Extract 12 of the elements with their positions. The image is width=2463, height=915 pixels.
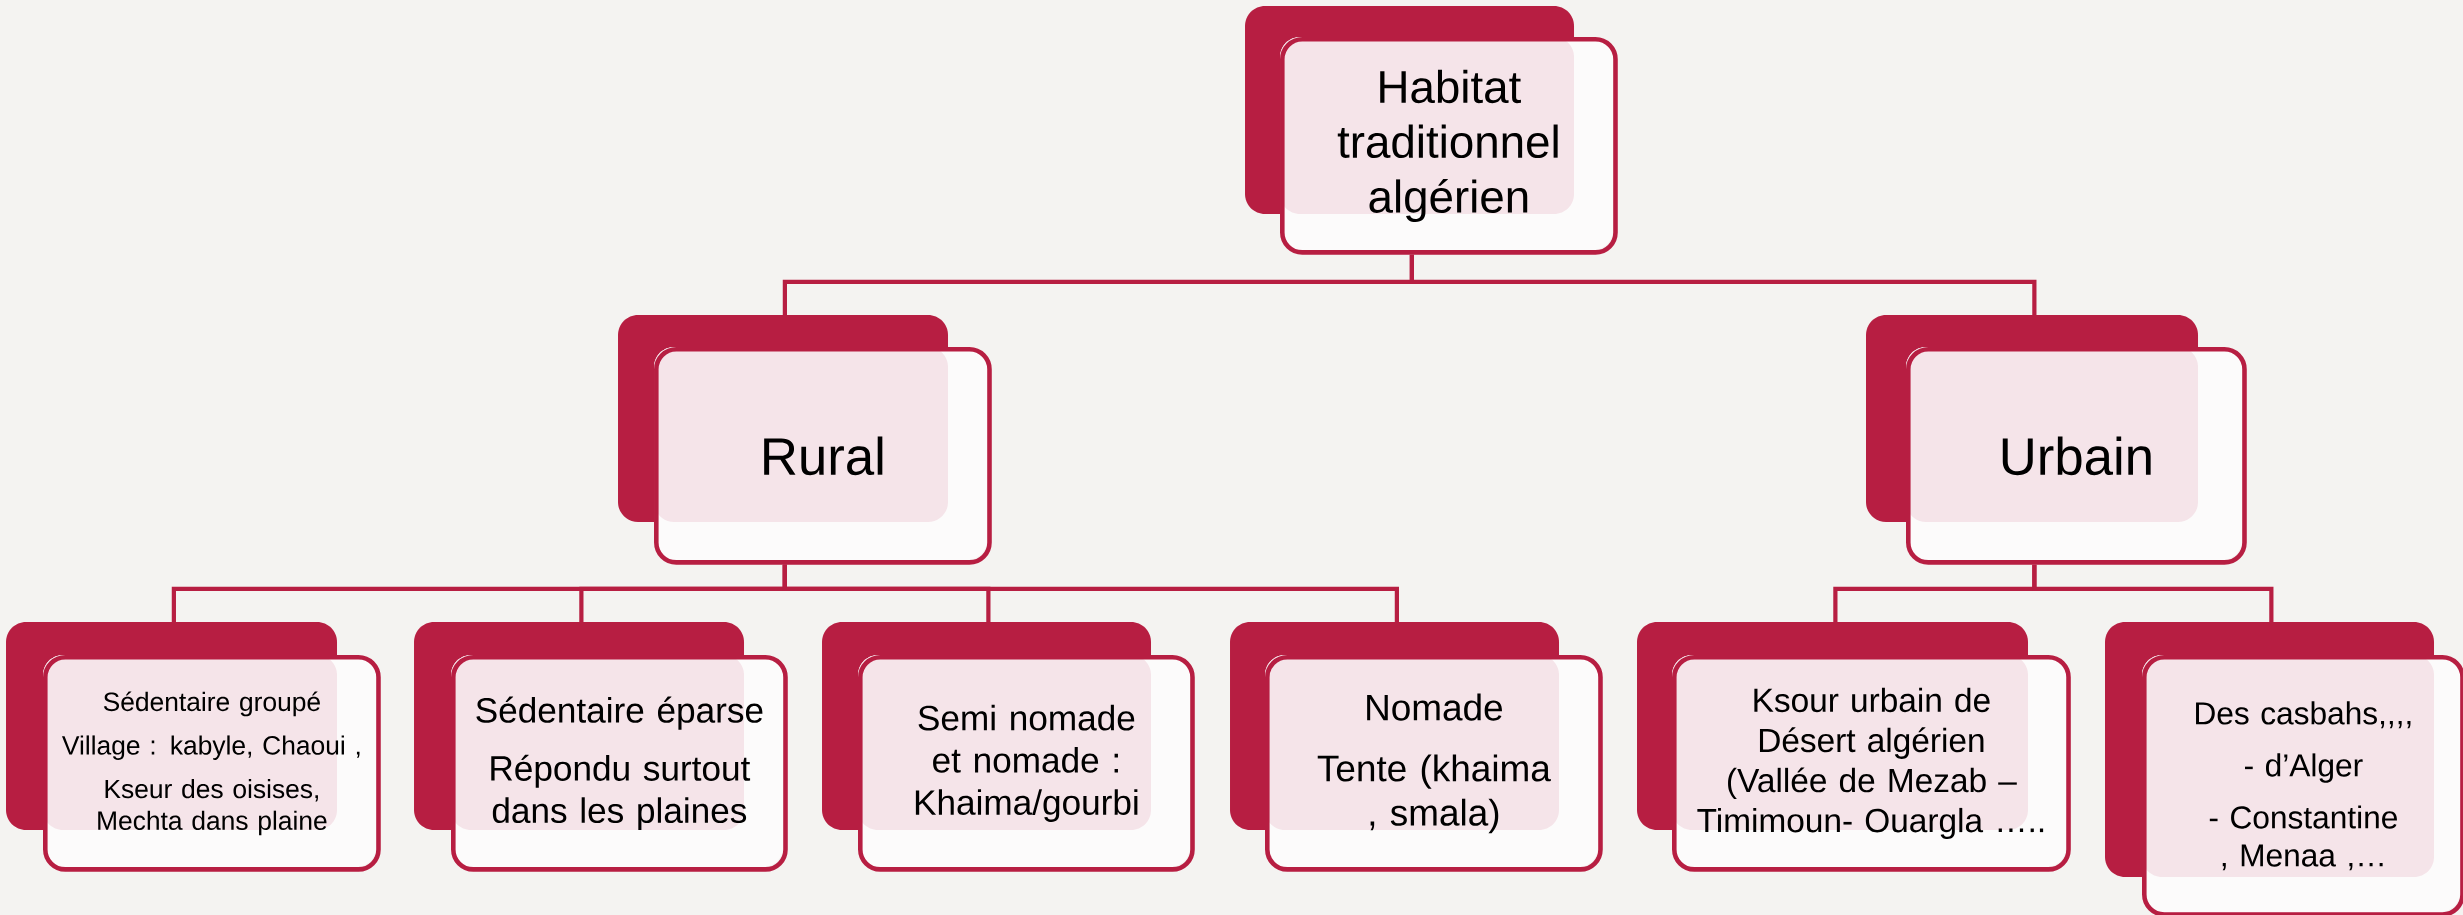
connector-line <box>782 564 1399 622</box>
process-box: Sédentaire groupé Village : kabyle, Chaoui , Kseur des oisises, Mechta dans plaine <box>6 622 381 872</box>
process-box: Semi nomade et nomade : Khaima/gourbi <box>822 622 1195 872</box>
process-box: Nomade Tente (khaima , smala) <box>1230 622 1603 872</box>
connector-line <box>1409 254 2037 315</box>
process-box: Sédentaire éparse Répondu surtout dans les plaines <box>414 622 788 872</box>
process-box: Urbain <box>1866 315 2247 565</box>
process-box: Rural <box>618 315 992 565</box>
process-box: Habitat traditionnel algérien <box>1245 6 1618 255</box>
process-box: Ksour urbain de Désert algérien (Vallée de Mezab –Timimoun- Ouargla ….. <box>1637 622 2071 872</box>
process-box: Des casbahs,,,, - d’Alger - Constantine , Menaa ,… <box>2105 622 2463 915</box>
connector-line <box>2032 564 2274 622</box>
